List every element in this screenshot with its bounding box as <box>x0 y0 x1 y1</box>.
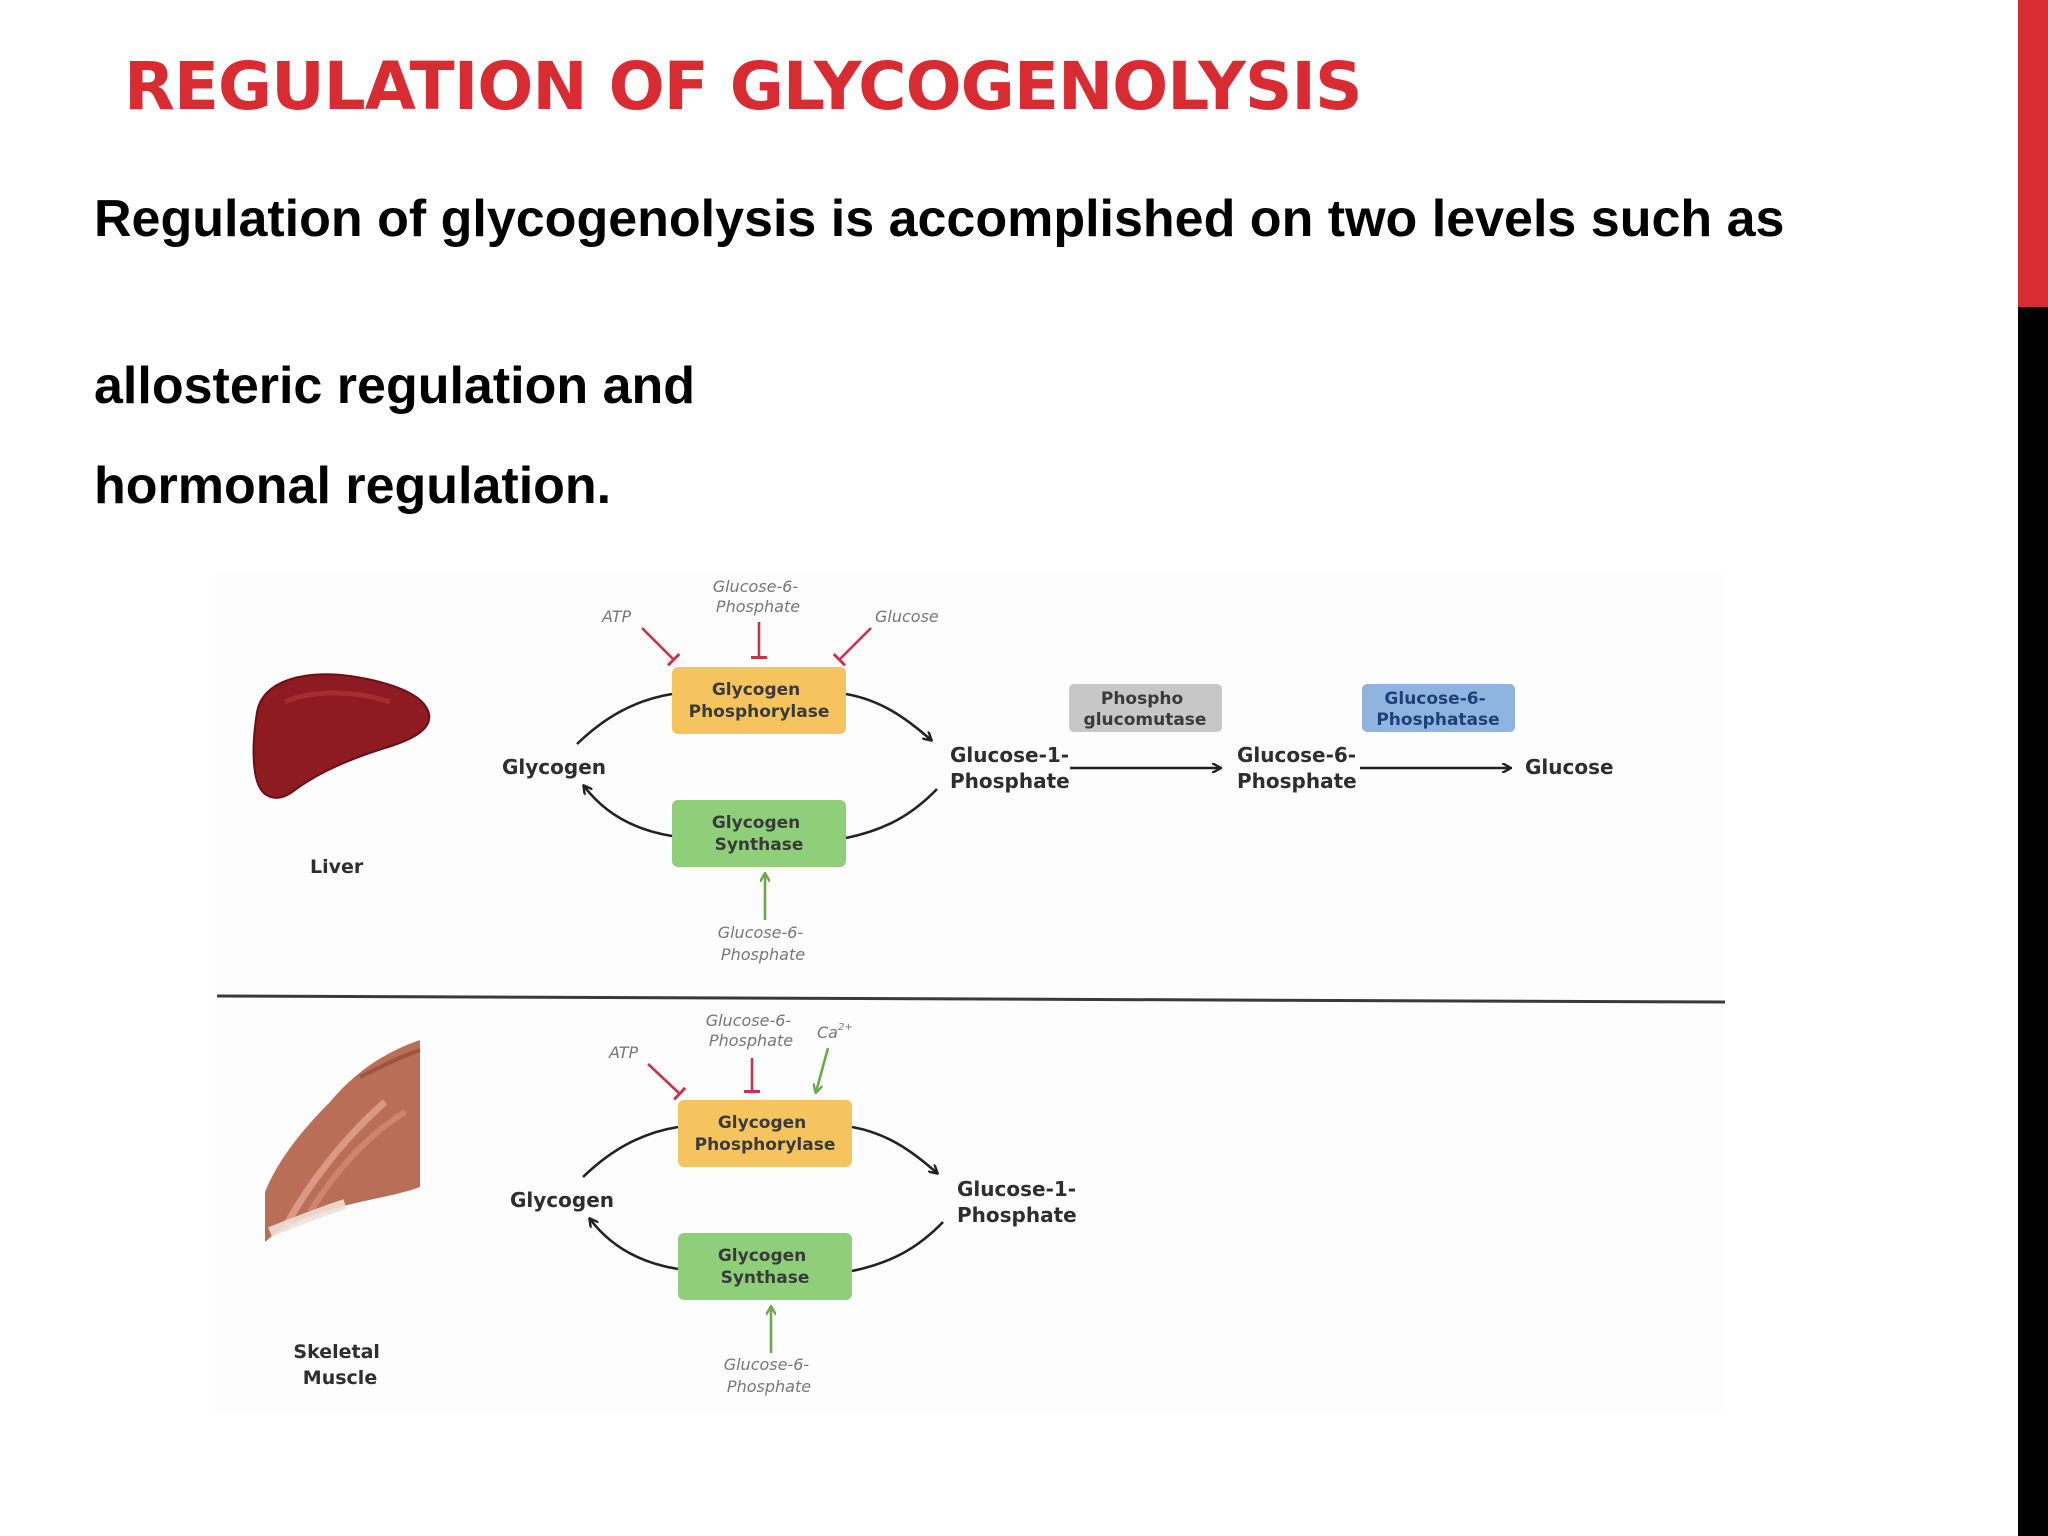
muscle-synthase-to-glycogen-arrow <box>590 1219 679 1271</box>
liver-glucose-inhibition <box>832 627 872 667</box>
glycogenolysis-diagram: Liver Glycogen Glycogen Phosphorylase Gl… <box>216 577 1725 1396</box>
muscle-g1p-to-synthase <box>851 1221 944 1273</box>
muscle-section: Skeletal Muscle Glycogen Glycogen Phosph… <box>265 1011 1083 1396</box>
liver-phosphorylase-to-g1p-arrow <box>845 692 931 740</box>
liver-synthase-to-glycogen-arrow <box>584 786 673 838</box>
liver-glycogen-label: Glycogen <box>502 755 606 779</box>
muscle-synthase-label: Glycogen Synthase <box>718 1246 812 1288</box>
muscle-atp-inhibition <box>647 1063 687 1101</box>
muscle-glycogen-to-phosphorylase <box>582 1125 679 1178</box>
liver-icon <box>252 673 431 799</box>
slide-title: REGULATION OF GLYCOGENOLYSIS <box>124 48 1362 125</box>
liver-mutase-box <box>1069 684 1222 732</box>
liver-label: Liver <box>310 856 364 878</box>
liver-phosphatase-box <box>1362 684 1515 732</box>
liver-phosphorylase-box <box>672 667 846 734</box>
section-divider <box>216 994 1725 1004</box>
liver-regulator-g6p-bottom: Glucose-6- Phosphate <box>718 923 809 964</box>
muscle-phosphorylase-box <box>678 1100 852 1167</box>
muscle-glycogen-label: Glycogen <box>510 1188 614 1212</box>
muscle-phosphorylase-to-g1p-arrow <box>851 1125 937 1173</box>
liver-g1p-to-synthase <box>845 788 938 840</box>
paragraph-allosteric: allosteric regulation and <box>94 357 696 415</box>
liver-regulator-atp: ATP <box>601 607 632 626</box>
glycogenolysis-figure: Liver Glycogen Glycogen Phosphorylase Gl… <box>215 572 1725 1414</box>
skeletal-muscle-icon <box>265 1040 421 1242</box>
side-accent-bar-black <box>2018 307 2048 1536</box>
liver-section: Liver Glycogen Glycogen Phosphorylase Gl… <box>252 577 1614 964</box>
liver-phosphatase-label: Glucose-6- Phosphatase <box>1376 689 1499 730</box>
liver-g1p-label: Glucose-1- Phosphate <box>950 743 1076 793</box>
liver-regulator-glucose: Glucose <box>875 607 939 626</box>
paragraph-intro: Regulation of glycogenolysis is accompli… <box>94 190 1785 248</box>
muscle-synthase-box <box>678 1233 852 1300</box>
paragraph-hormonal: hormonal regulation. <box>94 457 612 515</box>
muscle-regulator-calcium: Ca2+ <box>817 1022 853 1042</box>
muscle-calcium-activation <box>816 1047 830 1092</box>
liver-mutase-label: Phospho glucomutase <box>1084 689 1207 730</box>
liver-atp-inhibition <box>641 627 681 667</box>
liver-glycogen-to-phosphorylase <box>576 692 673 745</box>
liver-synthase-box <box>672 800 846 867</box>
skeletal-muscle-label: Skeletal Muscle <box>293 1341 386 1389</box>
liver-g6p-label: Glucose-6- Phosphate <box>1237 743 1363 793</box>
liver-highlight <box>283 690 391 705</box>
muscle-regulator-atp: ATP <box>608 1043 639 1062</box>
liver-synthase-label: Glycogen Synthase <box>712 813 806 855</box>
liver-phosphorylase-label: Glycogen Phosphorylase <box>689 680 830 722</box>
side-accent-bar-red <box>2018 0 2048 307</box>
liver-glucose-label: Glucose <box>1525 755 1614 779</box>
muscle-regulator-g6p-top: Glucose-6- Phosphate <box>706 1011 797 1050</box>
muscle-g1p-label: Glucose-1- Phosphate <box>957 1177 1083 1227</box>
muscle-regulator-g6p-bottom: Glucose-6- Phosphate <box>724 1355 815 1396</box>
muscle-phosphorylase-label: Glycogen Phosphorylase <box>695 1113 836 1155</box>
liver-regulator-g6p-top: Glucose-6- Phosphate <box>713 577 804 616</box>
